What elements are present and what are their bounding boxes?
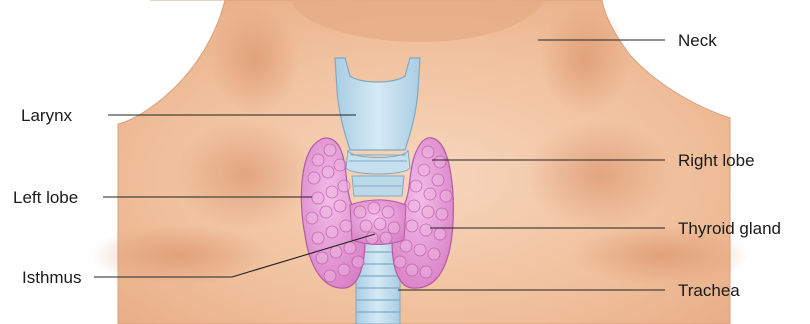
gland-nodule bbox=[422, 206, 434, 218]
gland-nodule bbox=[380, 232, 392, 244]
gland-nodule bbox=[326, 226, 338, 238]
gland-nodule bbox=[352, 256, 364, 268]
gland-nodule bbox=[344, 242, 356, 254]
gland-nodule bbox=[322, 166, 334, 178]
gland-nodule bbox=[338, 180, 350, 192]
label-isthmus: Isthmus bbox=[22, 268, 82, 287]
gland-nodule bbox=[382, 206, 394, 218]
gland-nodule bbox=[316, 252, 328, 264]
gland-nodule bbox=[436, 208, 448, 220]
gland-nodule bbox=[394, 256, 406, 268]
gland-nodule bbox=[334, 200, 346, 212]
label-trachea: Trachea bbox=[678, 281, 740, 300]
label-neck: Neck bbox=[678, 31, 717, 50]
gland-nodule bbox=[374, 218, 386, 230]
gland-nodule bbox=[434, 228, 446, 240]
gland-nodule bbox=[312, 232, 324, 244]
gland-nodule bbox=[366, 232, 378, 244]
gland-nodule bbox=[420, 224, 432, 236]
gland-nodule bbox=[420, 266, 432, 278]
label-thyroid-gland: Thyroid gland bbox=[678, 219, 781, 238]
gland-nodule bbox=[320, 206, 332, 218]
gland-nodule bbox=[410, 180, 422, 192]
label-left-lobe: Left lobe bbox=[13, 188, 78, 207]
gland-nodule bbox=[330, 246, 342, 258]
gland-nodule bbox=[326, 186, 338, 198]
label-right-lobe: Right lobe bbox=[678, 151, 755, 170]
gland-nodule bbox=[406, 220, 418, 232]
gland-nodule bbox=[424, 188, 436, 200]
gland-nodule bbox=[306, 212, 318, 224]
gland-nodule bbox=[354, 206, 366, 218]
gland-nodule bbox=[408, 200, 420, 212]
gland-nodule bbox=[388, 222, 400, 234]
gland-nodule bbox=[432, 174, 444, 186]
gland-nodule bbox=[434, 156, 446, 168]
gland-nodule bbox=[312, 192, 324, 204]
gland-nodule bbox=[312, 154, 324, 166]
gland-nodule bbox=[360, 220, 372, 232]
gland-nodule bbox=[428, 248, 440, 260]
gland-nodule bbox=[368, 202, 380, 214]
gland-nodule bbox=[308, 172, 320, 184]
gland-nodule bbox=[440, 190, 452, 202]
gland-nodule bbox=[422, 146, 434, 158]
gland-nodule bbox=[406, 264, 418, 276]
gland-nodule bbox=[338, 264, 350, 276]
label-larynx: Larynx bbox=[21, 106, 73, 125]
gland-nodule bbox=[334, 159, 346, 171]
gland-nodule bbox=[340, 220, 352, 232]
gland-nodule bbox=[324, 270, 336, 282]
gland-nodule bbox=[400, 240, 412, 252]
gland-nodule bbox=[418, 164, 430, 176]
gland-nodule bbox=[324, 144, 336, 156]
gland-nodule bbox=[414, 244, 426, 256]
